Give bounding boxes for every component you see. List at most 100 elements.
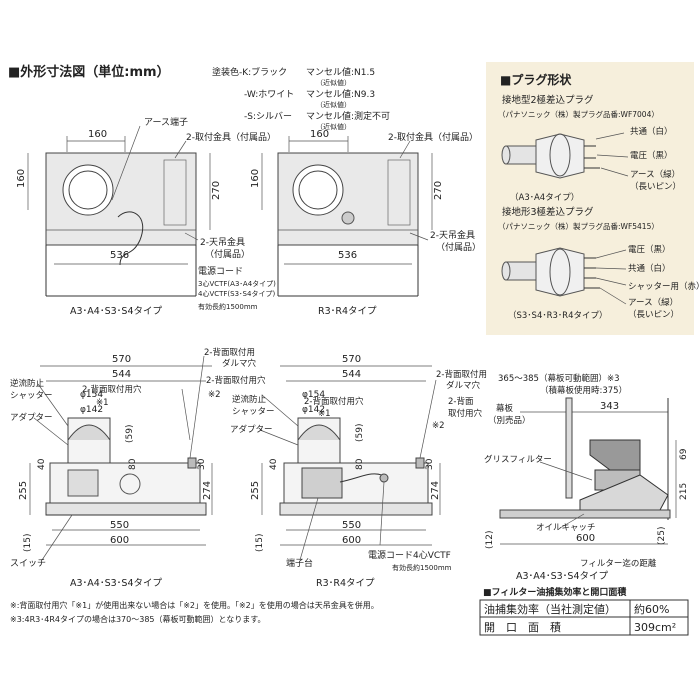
front-left-type: A3･A4･S3･S4タイプ xyxy=(70,578,162,589)
plug2-maker: （パナソニック（株）製プラグ品番:WF5415） xyxy=(498,221,659,231)
top-right-dim-h160: 160 xyxy=(250,169,261,188)
front-left-dim-d142: φ142 xyxy=(80,405,103,415)
table-row-2-value: 309cm² xyxy=(634,621,676,634)
top-left-label-cord-a: 3心VCTF(A3･A4タイプ) xyxy=(198,279,276,288)
top-left-label-bracket: 2-取付金具（付属品） xyxy=(186,131,276,143)
side-dim-h25: (25) xyxy=(657,527,667,545)
plug2-label-common: 共通（白） xyxy=(628,263,671,274)
front-right-label-adapter: アダプター xyxy=(230,424,273,435)
plug1-label-common: 共通（白） xyxy=(630,126,673,137)
front-view-left: 570 544 φ154 φ142 (59) 80 40 255 274 30 … xyxy=(10,347,266,589)
plug1-label-earth: アース（緑） xyxy=(630,169,680,180)
front-right-label-rear-hole2b: 取付用穴 xyxy=(448,408,483,419)
top-right-type: R3･R4タイプ xyxy=(318,306,377,317)
plug2-icon xyxy=(501,247,600,297)
side-label-grease-filter: グリスフィルター xyxy=(484,454,552,465)
front-right-dim-d142: φ142 xyxy=(302,405,325,415)
plug2-label-longpin: （長いピン） xyxy=(628,309,679,320)
top-left-dim-w536: 536 xyxy=(110,250,129,261)
plug2-name: 接地形3極差込プラグ xyxy=(502,206,594,218)
top-right-dim-w160: 160 xyxy=(310,129,329,140)
front-left-label-adapter: アダプター xyxy=(10,412,53,423)
finish-label-w: -W:ホワイト xyxy=(244,89,294,100)
top-left-label-hanger: 2-天吊金具 xyxy=(200,236,245,248)
front-right-label-rear-hole2: 2-背面 xyxy=(448,396,474,407)
front-right-label-cord-len: 有効長約1500mm xyxy=(392,563,452,572)
front-left-dim-h274: 274 xyxy=(202,481,213,500)
finish-notes: 塗装色-K:ブラック マンセル値:N1.5 （近似値） -W:ホワイト マンセル… xyxy=(212,66,390,131)
front-left-label-rear-hole1: 2-背面取付用 xyxy=(204,347,255,358)
plug-panel: ■プラグ形状 接地型2極差込プラグ （パナソニック（株）製プラグ品番:WF700… xyxy=(486,62,700,335)
plug1-label-longpin: （長いピン） xyxy=(630,181,681,192)
front-right-dim-w550: 550 xyxy=(342,520,361,531)
finish-value-k: マンセル値:N1.5 xyxy=(306,66,375,78)
side-label-range: 365〜385（幕板可動範囲）※3 xyxy=(498,373,619,384)
page-title: ■外形寸法図（単位:mm） xyxy=(8,64,170,80)
top-left-dim-w160: 160 xyxy=(88,129,107,140)
front-right-label-damper2: シャッター xyxy=(232,407,275,417)
side-label-oil-catcher: オイルキャッチ xyxy=(536,523,596,533)
front-right-dim-h255: 255 xyxy=(250,481,261,500)
side-label-filter-distance: フィルター迄の距離 xyxy=(580,558,657,569)
front-left-dim-d59: (59) xyxy=(125,425,135,443)
finish-note-s: （近似値） xyxy=(316,122,351,131)
front-left-dim-w550: 550 xyxy=(110,520,129,531)
side-type: A3･A4･S3･S4タイプ xyxy=(516,571,608,582)
side-dim-h69: 69 xyxy=(679,448,689,460)
plug1-maker: （パナソニック（株）製プラグ品番:WF7004） xyxy=(498,109,659,119)
front-right-dim-w600: 600 xyxy=(342,535,361,546)
finish-note-w: （近似値） xyxy=(316,100,351,109)
front-right-label-cord: 電源コード4心VCTF xyxy=(368,550,451,561)
filter-table: ■フィルター油捕集効率と開口面積 油捕集効率（当社測定値） 約60% 開 口 面… xyxy=(479,586,689,636)
top-right-label-bracket: 2-取付金具（付属品） xyxy=(388,131,478,143)
plug-title: ■プラグ形状 xyxy=(500,72,572,87)
front-left-label-note2: ※2 xyxy=(208,390,221,400)
plug1-type: （A3･A4タイプ） xyxy=(510,192,579,203)
side-dim-w600: 600 xyxy=(576,533,595,544)
front-right-dim-w544: 544 xyxy=(342,369,361,380)
front-right-label-rear-hole2-left: 2-背面取付用穴 xyxy=(304,396,364,407)
top-left-label-hanger-sub: （付属品） xyxy=(205,249,250,260)
front-left-dim-d154: φ154 xyxy=(80,390,103,400)
side-label-range2: （積幕板使用時:375） xyxy=(540,385,627,396)
top-left-label-cord-len: 有効長約1500mm xyxy=(198,302,258,311)
front-left-label-rear-hole2-right: 2-背面取付用穴 xyxy=(206,375,266,386)
plug2-label-voltage: 電圧（黒） xyxy=(628,244,671,255)
front-left-dim-h15: (15) xyxy=(23,534,33,552)
top-view-left: 160 160 270 536 アース端子 2-取付金具（付属品） 2-天吊金具… xyxy=(16,116,276,317)
top-left-label-cord-s: 4心VCTF(S3･S4タイプ) xyxy=(198,289,275,298)
front-right-dim-d40: 40 xyxy=(269,458,279,470)
front-right-dim-h274: 274 xyxy=(430,481,441,500)
finish-label-s: -S:シルバー xyxy=(244,111,292,122)
front-right-type: R3･R4タイプ xyxy=(316,578,375,589)
front-left-dim-w570: 570 xyxy=(112,354,131,365)
side-dim-h12: (12) xyxy=(485,531,495,549)
top-left-dim-h160: 160 xyxy=(16,169,27,188)
front-left-dim-w600: 600 xyxy=(110,535,129,546)
side-view: 365〜385（幕板可動範囲）※3 （積幕板使用時:375） 343 幕板 （別… xyxy=(484,373,689,582)
top-right-label-hanger: 2-天吊金具 xyxy=(430,229,475,241)
top-right-dim-w536: 536 xyxy=(338,250,357,261)
front-left-dim-w544: 544 xyxy=(112,369,131,380)
side-label-curtain: 幕板 xyxy=(496,403,514,414)
side-dim-w343: 343 xyxy=(600,401,619,412)
front-right-dim-d59: (59) xyxy=(355,424,365,442)
plug1-name: 接地型2極差込プラグ xyxy=(502,94,594,106)
top-left-label-cord: 電源コード xyxy=(198,266,243,277)
front-left-label-damper2: シャッター xyxy=(10,391,53,401)
side-dim-h215: 215 xyxy=(679,483,689,500)
footnote-1: ※:背面取付用穴「※1」が使用出来ない場合は「※2」を使用。「※2」を使用の場合… xyxy=(10,600,379,610)
top-right-dim-h270: 270 xyxy=(433,181,444,200)
front-left-label-note1: ※1 xyxy=(96,398,109,408)
table-row-2-label: 開 口 面 積 xyxy=(484,620,561,634)
finish-value-w: マンセル値:N9.3 xyxy=(306,88,375,100)
front-left-label-switch: スイッチ xyxy=(10,558,46,569)
front-right-label-terminal: 端子台 xyxy=(286,557,313,569)
front-right-label-note1: ※1 xyxy=(318,409,331,419)
front-left-dim-d40: 40 xyxy=(37,458,47,470)
front-right-dim-h15: (15) xyxy=(255,534,265,552)
front-left-dim-h255: 255 xyxy=(18,481,29,500)
plug2-label-shutter: シャッター用（赤） xyxy=(628,281,700,292)
front-left-label-rear-hole2: 2-背面取付用穴 xyxy=(82,384,142,395)
